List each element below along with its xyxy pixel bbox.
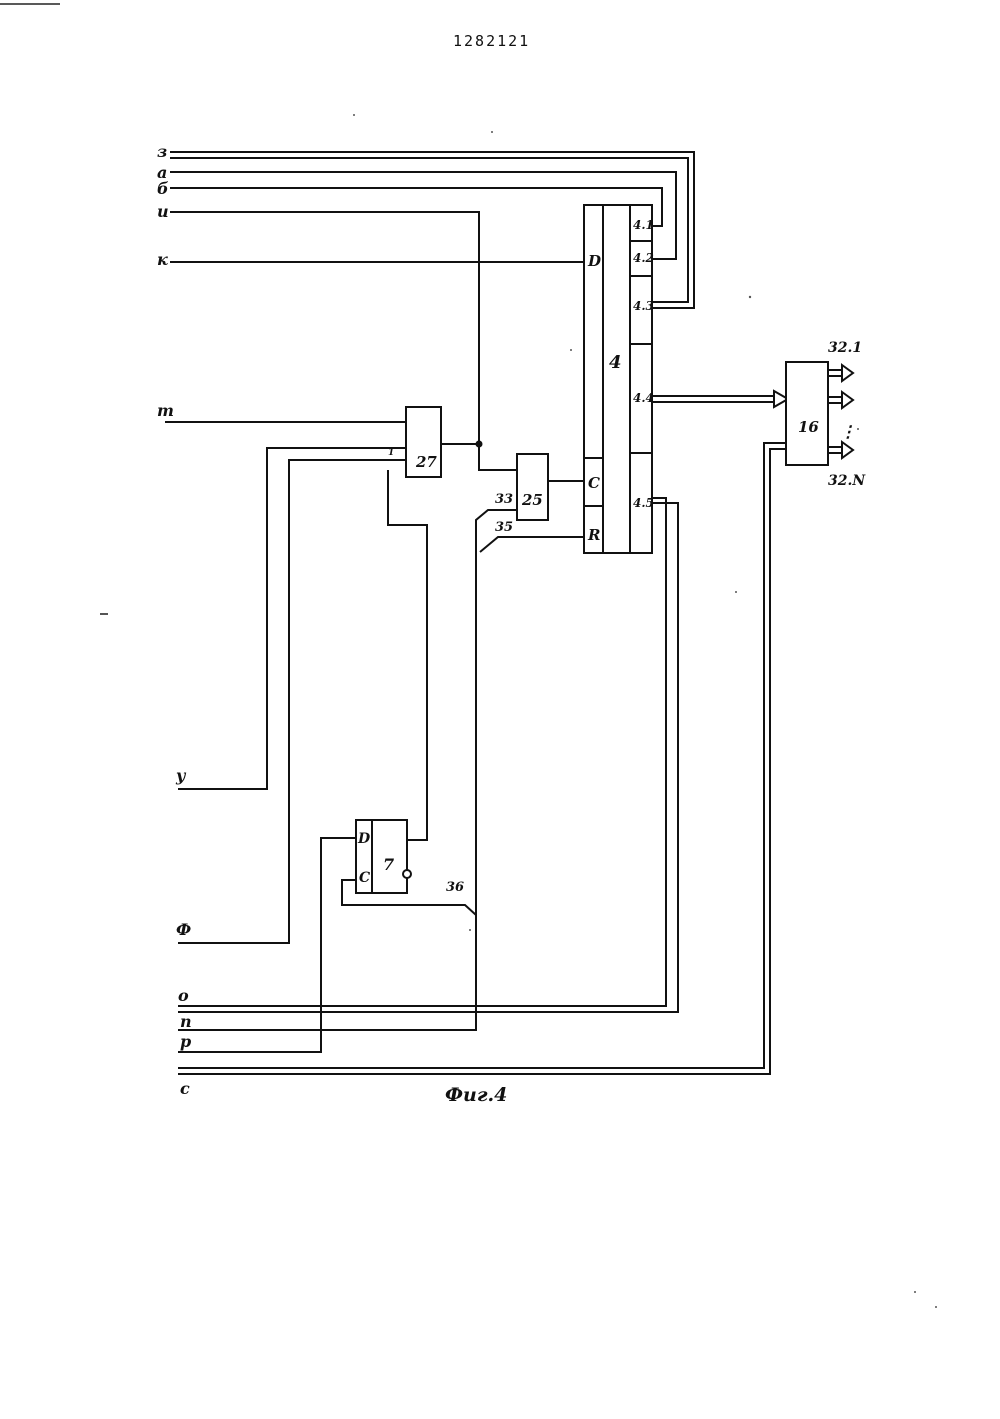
input-label-f: Ф [176, 920, 191, 939]
wire-35 [480, 537, 584, 552]
block-4-output-4: 4.4 [633, 391, 654, 405]
block-27: 27 1 [388, 407, 441, 477]
input-label-i: и [157, 202, 169, 221]
figure-caption: Фиг.4 [445, 1084, 507, 1106]
input-label-p: п [180, 1012, 192, 1031]
input-label-z: з [157, 142, 167, 161]
block-16-outputs [828, 365, 853, 458]
junction-node [476, 441, 483, 448]
block-4-pin-c: C [588, 474, 600, 492]
wire-r [178, 838, 356, 1052]
input-label-o: о [178, 986, 189, 1005]
patent-number: 1282121 [453, 32, 530, 50]
wire-p [178, 1006, 476, 1030]
block-27-pin-1: 1 [388, 448, 394, 458]
block-25-label: 25 [521, 491, 543, 509]
block-4-pin-d: D [587, 252, 601, 270]
block-16: 16 [786, 362, 828, 465]
block-7-label: 7 [383, 855, 394, 874]
block-7-pin-c: C [359, 870, 370, 886]
block-4-pin-r: R [587, 526, 600, 544]
block-4-output-1: 4.1 [633, 218, 654, 232]
input-label-b: б [157, 179, 169, 198]
block-4-output-2: 4.2 [633, 251, 654, 265]
block-4-output-5: 4.5 [633, 496, 654, 510]
wire-u [178, 448, 406, 789]
wire-s-lower [178, 449, 786, 1074]
block-16-label: 16 [798, 418, 819, 436]
block-27-label: 27 [415, 453, 437, 471]
block-25: 25 [517, 454, 548, 520]
wires [165, 152, 786, 1074]
wire-27-7 [388, 470, 427, 840]
wire-s-upper [178, 443, 786, 1068]
block-7-inverted-output [403, 870, 411, 878]
input-label-u: у [175, 766, 187, 785]
block-4: D C R 4 4.1 4.2 4.3 4.4 4.5 [584, 205, 654, 553]
block-7: D C 7 [356, 820, 411, 893]
output-label-last: 32.N [828, 473, 866, 489]
wire-o-upper [178, 498, 666, 1006]
node-label-33: 33 [495, 492, 513, 507]
input-label-s: с [180, 1079, 190, 1098]
block-4-label: 4 [609, 352, 622, 373]
input-label-r: р [180, 1032, 191, 1051]
wire-node-25 [479, 444, 517, 470]
node-label-35: 35 [495, 520, 513, 535]
node-label-36: 36 [446, 880, 464, 895]
output-ellipsis: ⋮ [840, 422, 856, 441]
input-label-t: т [157, 401, 174, 420]
block-7-pin-d: D [357, 831, 371, 847]
wire-33 [476, 510, 517, 1006]
input-label-k: к [157, 250, 168, 269]
output-label-first: 32.1 [828, 340, 862, 356]
block-4-output-3: 4.3 [633, 299, 654, 313]
scan-specks [100, 114, 937, 1308]
